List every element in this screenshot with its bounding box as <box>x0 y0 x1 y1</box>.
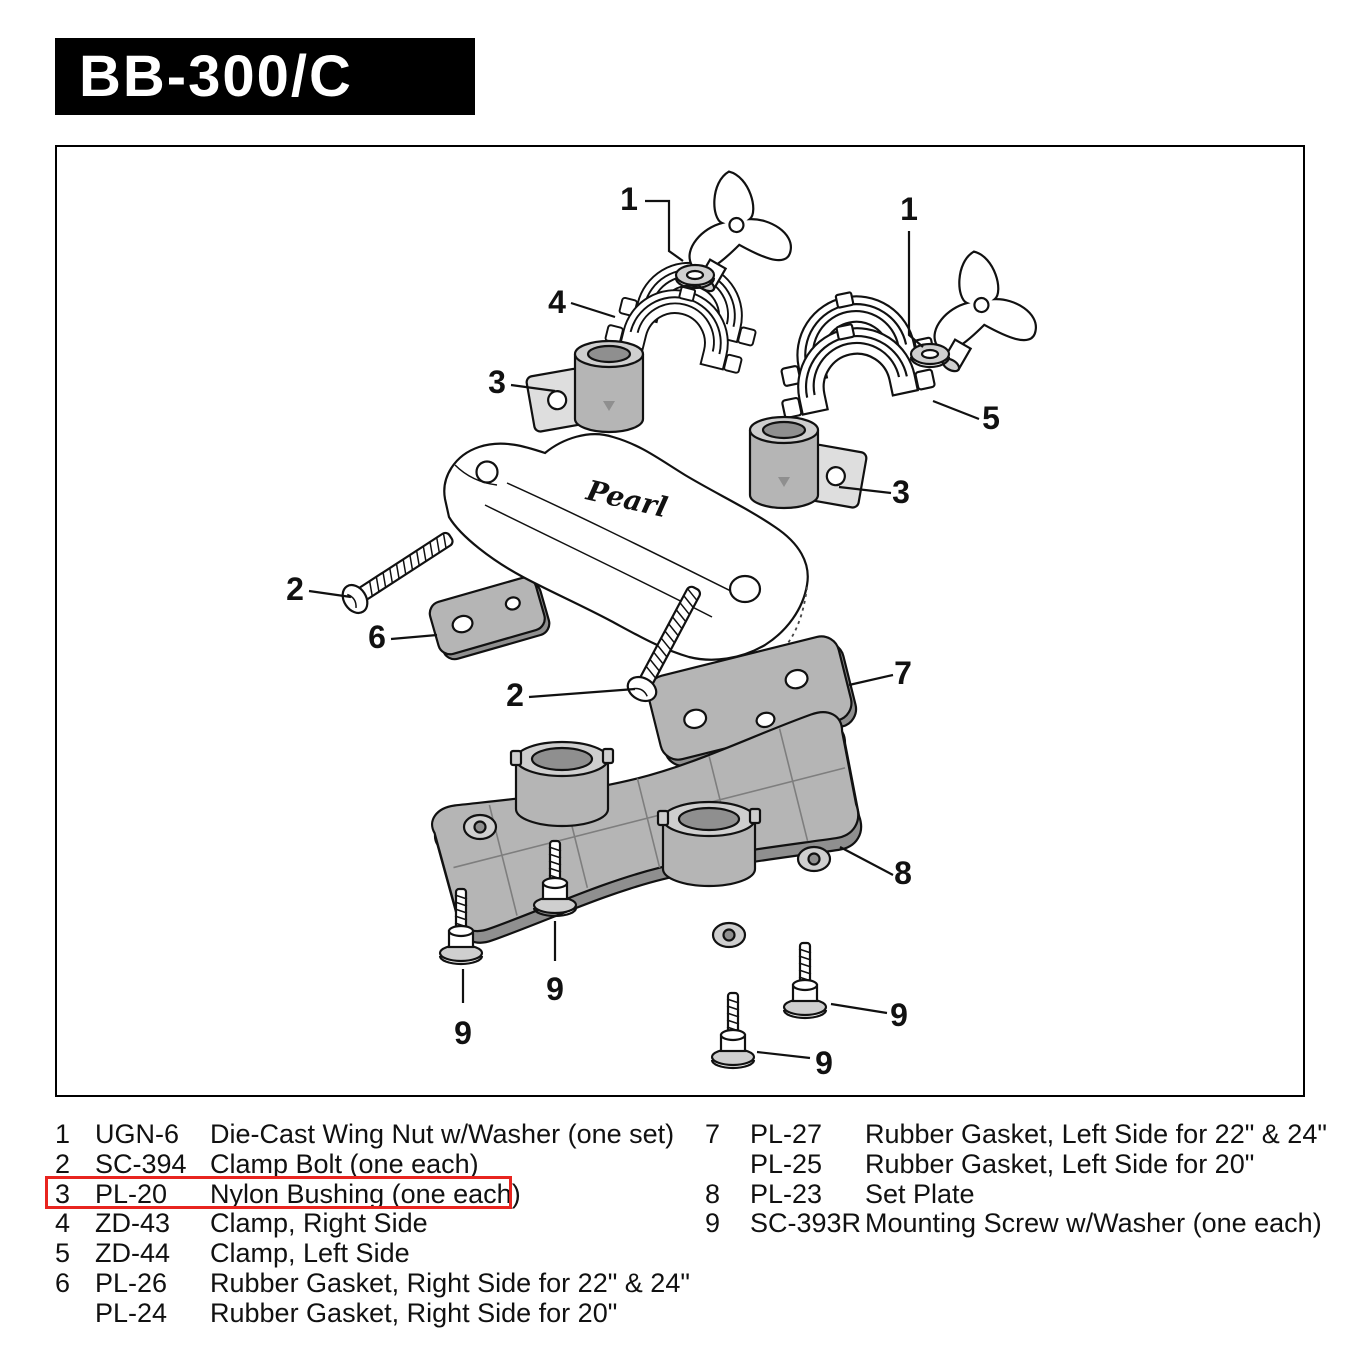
part-number <box>705 1150 750 1180</box>
casting-hole-left <box>475 460 499 484</box>
part-number: 3 <box>55 1178 71 1209</box>
part-number: 7 <box>705 1119 721 1149</box>
part-description: Clamp, Left Side <box>210 1238 410 1269</box>
page-title: BB-300/C <box>79 44 353 109</box>
bushing-cup-right <box>656 800 762 888</box>
part-code: PL-27 <box>750 1119 823 1149</box>
part-description: Die-Cast Wing Nut w/Washer (one set) <box>210 1119 675 1149</box>
part-code: PL-20 <box>95 1178 168 1209</box>
mounting-screw <box>710 991 756 1070</box>
wing-nut-left <box>674 163 798 298</box>
parts-row: PL-25 Rubber Gasket, Left Side for 20" <box>705 1148 1305 1180</box>
callout-label: 5 <box>982 400 1000 436</box>
part-description: Clamp Bolt (one each) <box>210 1148 479 1179</box>
parts-row: 4 ZD-43 Clamp, Right Side <box>55 1209 700 1239</box>
part-code: PL-25 <box>750 1148 823 1179</box>
part-code: ZD-43 <box>95 1208 171 1239</box>
bushing-cup-left <box>509 740 615 828</box>
part-number: 8 <box>705 1178 721 1209</box>
part-code: ZD-44 <box>95 1238 171 1269</box>
parts-row: 8 PL-23 Set Plate <box>705 1178 1305 1210</box>
part-number: 4 <box>55 1208 71 1239</box>
title-banner: BB-300/C <box>55 38 475 115</box>
callout-label: 7 <box>894 655 912 691</box>
part-description: Rubber Gasket, Right Side for 22" & 24" <box>210 1267 690 1298</box>
part-description: Nylon Bushing (one each) <box>210 1178 521 1209</box>
part-description: Rubber Gasket, Left Side for 22" & 24" <box>865 1119 1327 1149</box>
part-number: 2 <box>55 1148 71 1179</box>
part-code: PL-26 <box>95 1267 168 1298</box>
callout-label: 8 <box>894 855 912 891</box>
callout-label: 9 <box>454 1015 472 1051</box>
part-description: Clamp, Right Side <box>210 1208 428 1239</box>
casting-hole-right <box>728 574 762 604</box>
part-number: 5 <box>55 1238 71 1269</box>
part-code: UGN-6 <box>95 1119 180 1149</box>
washer-left <box>674 263 716 290</box>
parts-row: 6 PL-26 Rubber Gasket, Right Side for 22" … <box>55 1267 700 1299</box>
part-number: 1 <box>55 1119 71 1149</box>
part-code: PL-24 <box>95 1297 168 1328</box>
parts-row: 2 SC-394 Clamp Bolt (one each) <box>55 1148 700 1180</box>
parts-row: PL-24 Rubber Gasket, Right Side for 20" <box>55 1297 700 1329</box>
part-description: Mounting Screw w/Washer (one each) <box>865 1208 1322 1239</box>
part-number <box>55 1299 95 1329</box>
part-description: Rubber Gasket, Right Side for 20" <box>210 1297 618 1328</box>
callout-label: 9 <box>890 997 908 1033</box>
callout-label: 2 <box>506 677 524 713</box>
callout-label: 4 <box>548 284 566 320</box>
callout-label: 1 <box>900 191 918 227</box>
main-casting: Pearl <box>443 433 809 661</box>
parts-list-right-column: 7 PL-27 Rubber Gasket, Left Side for 22" &… <box>705 1119 1327 1239</box>
callout-label: 3 <box>892 474 910 510</box>
diagram-frame: Pearl <box>55 145 1305 1097</box>
mounting-screw <box>782 941 828 1020</box>
parts-row-highlighted: 3 PL-20 Nylon Bushing (one each) <box>55 1178 700 1210</box>
part-number: 6 <box>55 1267 71 1298</box>
parts-row: 5 ZD-44 Clamp, Left Side <box>55 1238 700 1269</box>
leader-lines <box>308 199 980 1060</box>
parts-row: 7 PL-27 Rubber Gasket, Left Side for 22" &… <box>705 1119 1327 1150</box>
part-code: SC-393R <box>750 1208 862 1239</box>
screw-boss <box>711 921 747 949</box>
callout-label: 9 <box>815 1045 833 1081</box>
part-code: SC-394 <box>95 1148 187 1179</box>
exploded-diagram: Pearl <box>286 163 1043 1081</box>
callout-label: 9 <box>546 971 564 1007</box>
parts-row: 1 UGN-6 Die-Cast Wing Nut w/Washer (one se… <box>55 1119 700 1150</box>
callout-label: 6 <box>368 619 386 655</box>
part-number: 9 <box>705 1208 721 1239</box>
part-description: Rubber Gasket, Left Side for 20" <box>865 1148 1255 1179</box>
washer-right <box>909 342 951 369</box>
wing-nut-right <box>909 243 1043 378</box>
callout-labels: 1 4 3 1 5 3 2 6 2 7 8 9 9 9 9 <box>286 181 1000 1081</box>
callout-label: 3 <box>488 364 506 400</box>
nylon-bushing-right <box>748 415 868 510</box>
callout-label: 2 <box>286 571 304 607</box>
callout-label: 1 <box>620 181 638 217</box>
nylon-bushing-left <box>525 339 645 434</box>
part-description: Set Plate <box>865 1178 975 1209</box>
part-code: PL-23 <box>750 1178 823 1209</box>
parts-list-left-column: 1 UGN-6 Die-Cast Wing Nut w/Washer (one se… <box>55 1119 700 1329</box>
rubber-gasket-right <box>428 576 551 661</box>
screw-boss <box>462 813 498 841</box>
screw-boss <box>796 845 832 873</box>
